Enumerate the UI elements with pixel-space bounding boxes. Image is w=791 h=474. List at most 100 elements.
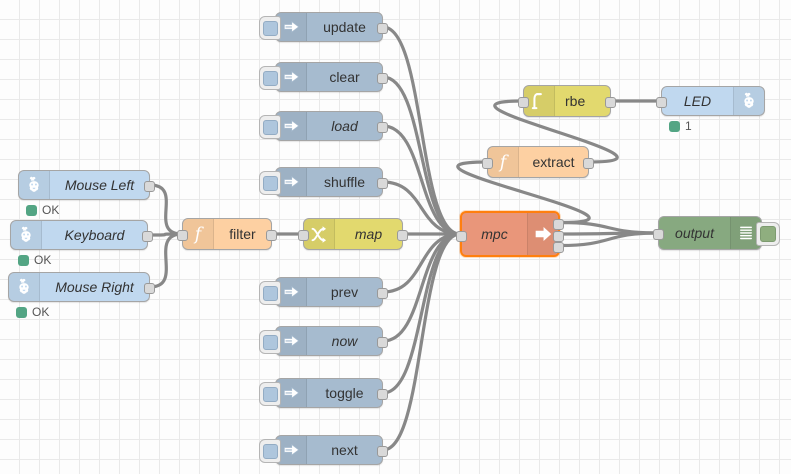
output-port-map-0[interactable] bbox=[397, 229, 408, 241]
node-label-shuffle: shuffle bbox=[324, 174, 365, 190]
random-icon bbox=[304, 219, 335, 249]
node-status-led: 1 bbox=[669, 119, 692, 133]
node-shuffle[interactable]: shuffle bbox=[259, 167, 388, 197]
input-port-map-0[interactable] bbox=[298, 229, 309, 241]
wire-now-to-mpc bbox=[381, 232, 462, 343]
output-port-rbe-0[interactable] bbox=[605, 96, 616, 108]
output-port-mouse-left-0[interactable] bbox=[144, 180, 155, 192]
input-port-filter-0[interactable] bbox=[177, 229, 188, 241]
input-port-output-0[interactable] bbox=[653, 228, 664, 240]
node-label-update: update bbox=[323, 19, 366, 35]
output-port-load-0[interactable] bbox=[377, 121, 388, 133]
node-label-rbe: rbe bbox=[565, 93, 586, 109]
wire-mouse-left-to-filter bbox=[148, 183, 184, 236]
node-output[interactable]: output bbox=[653, 216, 780, 250]
node-label-mpc: mpc bbox=[481, 226, 508, 242]
node-status-keyboard: OK bbox=[18, 253, 51, 267]
inject-arrow-icon bbox=[276, 327, 307, 355]
node-clear[interactable]: clear bbox=[259, 62, 388, 92]
output-port-extract-0[interactable] bbox=[583, 157, 594, 169]
node-next[interactable]: next bbox=[259, 435, 388, 465]
node-led[interactable]: LED bbox=[656, 86, 765, 116]
raspberry-pi-icon bbox=[733, 87, 764, 115]
node-label-clear: clear bbox=[329, 69, 360, 85]
node-label-mouse-left: Mouse Left bbox=[64, 177, 135, 193]
inject-button-toggle[interactable] bbox=[259, 382, 281, 406]
node-map[interactable]: map bbox=[298, 218, 408, 250]
node-label-filter: filter bbox=[229, 226, 256, 242]
output-port-mouse-right-0[interactable] bbox=[144, 282, 155, 294]
node-mouse-left[interactable]: Mouse Left bbox=[18, 170, 155, 200]
wire-mpc-to-output bbox=[558, 231, 660, 236]
node-label-prev: prev bbox=[330, 284, 359, 300]
inject-arrow-icon bbox=[276, 436, 307, 464]
inject-arrow-icon bbox=[276, 112, 307, 140]
output-port-toggle-0[interactable] bbox=[377, 388, 388, 400]
node-keyboard[interactable]: Keyboard bbox=[10, 220, 153, 250]
status-dot-keyboard bbox=[18, 254, 29, 266]
output-port-keyboard-0[interactable] bbox=[142, 230, 153, 242]
wire-mpc-to-output bbox=[558, 220, 660, 235]
node-update[interactable]: update bbox=[259, 12, 388, 42]
node-status-mouse-left: OK bbox=[26, 203, 59, 217]
raspberry-pi-icon bbox=[19, 171, 50, 199]
status-dot-led bbox=[669, 120, 680, 132]
function-icon: f bbox=[488, 147, 519, 177]
wire-mouse-right-to-filter bbox=[148, 232, 184, 289]
output-port-filter-0[interactable] bbox=[266, 229, 277, 241]
node-label-mouse-right: Mouse Right bbox=[55, 279, 134, 295]
node-mouse-right[interactable]: Mouse Right bbox=[8, 272, 155, 302]
output-port-update-0[interactable] bbox=[377, 22, 388, 34]
node-status-mouse-right: OK bbox=[16, 305, 49, 319]
raspberry-pi-icon bbox=[9, 273, 40, 301]
node-toggle[interactable]: toggle bbox=[259, 378, 388, 408]
node-label-extract: extract bbox=[532, 154, 575, 170]
node-mpc[interactable]: mpc bbox=[456, 211, 564, 257]
node-now[interactable]: now bbox=[259, 326, 388, 356]
node-rbe[interactable]: rbe bbox=[518, 85, 616, 117]
rbe-step-icon bbox=[524, 86, 555, 116]
input-port-led-0[interactable] bbox=[656, 96, 667, 108]
inject-button-now[interactable] bbox=[259, 330, 281, 354]
node-prev[interactable]: prev bbox=[259, 277, 388, 307]
wire-update-to-mpc bbox=[381, 25, 462, 236]
node-label-keyboard: Keyboard bbox=[64, 227, 125, 243]
debug-toggle-output[interactable] bbox=[756, 222, 780, 246]
output-port-mpc-1[interactable] bbox=[553, 230, 564, 242]
node-label-load: load bbox=[331, 118, 358, 134]
inject-button-load[interactable] bbox=[259, 115, 281, 139]
inject-button-clear[interactable] bbox=[259, 66, 281, 90]
node-extract[interactable]: f extract bbox=[482, 146, 594, 178]
status-dot-mouse-left bbox=[26, 204, 37, 216]
output-port-mpc-0[interactable] bbox=[553, 219, 564, 230]
inject-arrow-icon bbox=[276, 63, 307, 91]
node-load[interactable]: load bbox=[259, 111, 388, 141]
node-label-now: now bbox=[331, 333, 358, 349]
input-port-extract-0[interactable] bbox=[482, 157, 493, 169]
output-port-clear-0[interactable] bbox=[377, 72, 388, 84]
inject-arrow-icon bbox=[276, 168, 307, 196]
output-port-next-0[interactable] bbox=[377, 445, 388, 457]
wire-toggle-to-mpc bbox=[381, 232, 462, 395]
wire-next-to-mpc bbox=[381, 232, 462, 452]
node-label-map: map bbox=[354, 226, 383, 242]
inject-button-update[interactable] bbox=[259, 16, 281, 40]
node-label-next: next bbox=[331, 442, 358, 458]
output-port-mpc-2[interactable] bbox=[553, 242, 564, 253]
inject-button-next[interactable] bbox=[259, 439, 281, 463]
input-port-rbe-0[interactable] bbox=[518, 96, 529, 108]
node-label-led: LED bbox=[683, 93, 712, 109]
inject-button-shuffle[interactable] bbox=[259, 171, 281, 195]
output-port-now-0[interactable] bbox=[377, 336, 388, 348]
raspberry-pi-icon bbox=[11, 221, 42, 249]
arrow-right-icon bbox=[527, 213, 558, 255]
svg-text:f: f bbox=[498, 153, 510, 173]
output-port-shuffle-0[interactable] bbox=[377, 177, 388, 189]
inject-button-prev[interactable] bbox=[259, 281, 281, 305]
output-port-prev-0[interactable] bbox=[377, 287, 388, 299]
status-text-mouse-right: OK bbox=[32, 305, 50, 319]
input-port-mpc-0[interactable] bbox=[456, 230, 467, 242]
debug-lines-icon bbox=[730, 217, 761, 249]
